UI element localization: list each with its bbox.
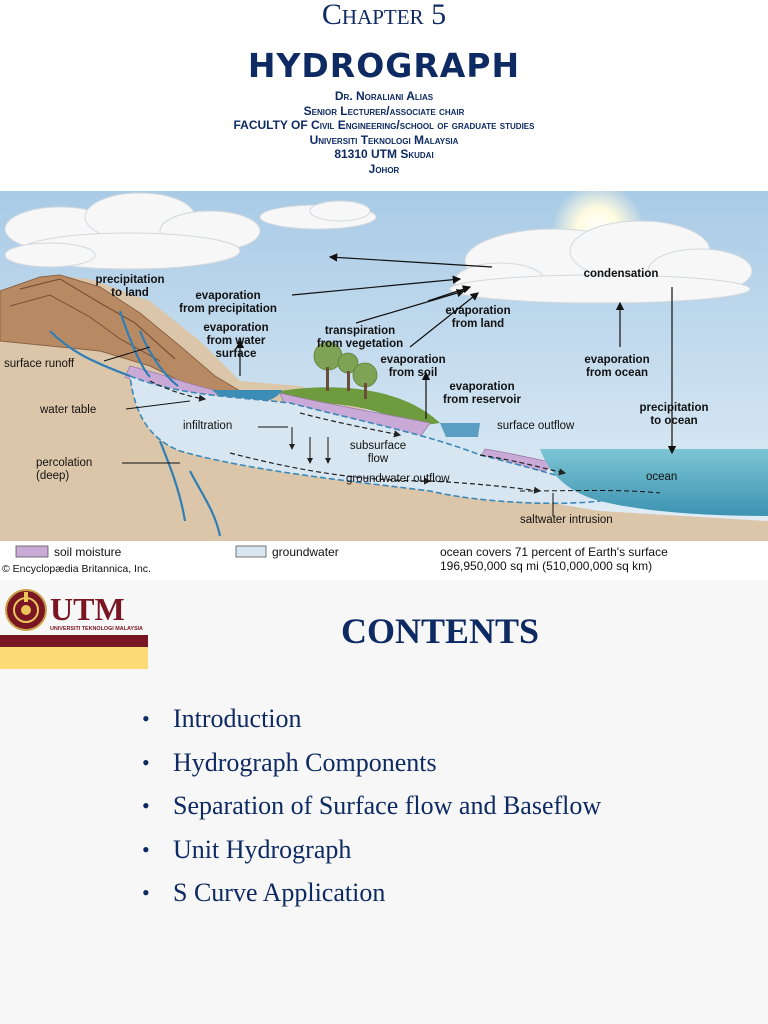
legend-swatch-groundwater	[235, 545, 267, 558]
label-groundwater-outflow: groundwater outflow	[346, 473, 450, 485]
legend-ocean-note: ocean covers 71 percent of Earth's surfa…	[440, 545, 668, 573]
label-saltwater-intrusion: saltwater intrusion	[520, 514, 613, 526]
utm-logo: UTM UNIVERSITI TEKNOLOGI MALAYSIA	[5, 589, 143, 632]
label-condensation: condensation	[584, 268, 659, 280]
list-item: Separation of Surface flow and Baseflow	[140, 788, 601, 832]
logo-bar-gold	[0, 647, 148, 669]
mountain	[0, 274, 242, 392]
list-item: Introduction	[140, 701, 601, 745]
trees	[313, 341, 378, 399]
author-state: Johor	[368, 161, 400, 176]
cloud-condensation	[449, 220, 753, 304]
label-water-table: water table	[39, 404, 96, 416]
credit-line: © Encyclopædia Britannica, Inc.	[2, 563, 151, 575]
author-name: Dr. Noraliani Alias	[334, 89, 434, 103]
label-percolation: percolation(deep)	[36, 457, 92, 482]
title-slide: Chapter 5 HYDROGRAPH Dr. Noraliani Alias…	[0, 0, 768, 580]
land	[0, 276, 768, 546]
contents-title: CONTENTS	[340, 611, 540, 651]
logo-bar-maroon	[0, 635, 148, 647]
contents-slide: UTM UNIVERSITI TEKNOLOGI MALAYSIA CONTEN…	[0, 580, 768, 1024]
logo-subtitle: UNIVERSITI TEKNOLOGI MALAYSIA	[50, 626, 143, 632]
chapter-heading: Chapter 5	[321, 0, 447, 31]
list-item: S Curve Application	[140, 875, 601, 919]
legend-groundwater: groundwater	[272, 545, 339, 559]
label-surface-outflow: surface outflow	[497, 420, 575, 432]
list-item: Unit Hydrograph	[140, 832, 601, 876]
label-infiltration: infiltration	[183, 420, 232, 432]
cloud-small	[259, 200, 377, 230]
ocean	[540, 449, 768, 516]
slide-title: HYDROGRAPH	[247, 46, 521, 85]
legend-strip	[0, 541, 768, 580]
reservoir	[440, 423, 480, 437]
logo-text: UTM	[50, 591, 125, 627]
author-faculty: FACULTY OF Civil Engineering/school of g…	[233, 118, 535, 133]
author-university: Universiti Teknologi Malaysia	[309, 132, 459, 147]
legend-soil-moisture: soil moisture	[54, 545, 122, 559]
label-ocean: ocean	[646, 471, 677, 483]
author-postcode: 81310 UTM Skudai	[334, 147, 434, 162]
river	[49, 310, 222, 537]
legend-swatch-soil-moisture	[15, 545, 49, 558]
contents-list: Introduction Hydrograph Components Separ…	[140, 701, 601, 919]
cloud-left	[4, 192, 261, 270]
author-block: Dr. Noraliani Alias Senior Lecturer/asso…	[0, 89, 768, 177]
author-position: Senior Lecturer/associate chair	[303, 103, 465, 118]
label-surface-runoff: surface runoff	[4, 358, 75, 370]
list-item: Hydrograph Components	[140, 745, 601, 789]
